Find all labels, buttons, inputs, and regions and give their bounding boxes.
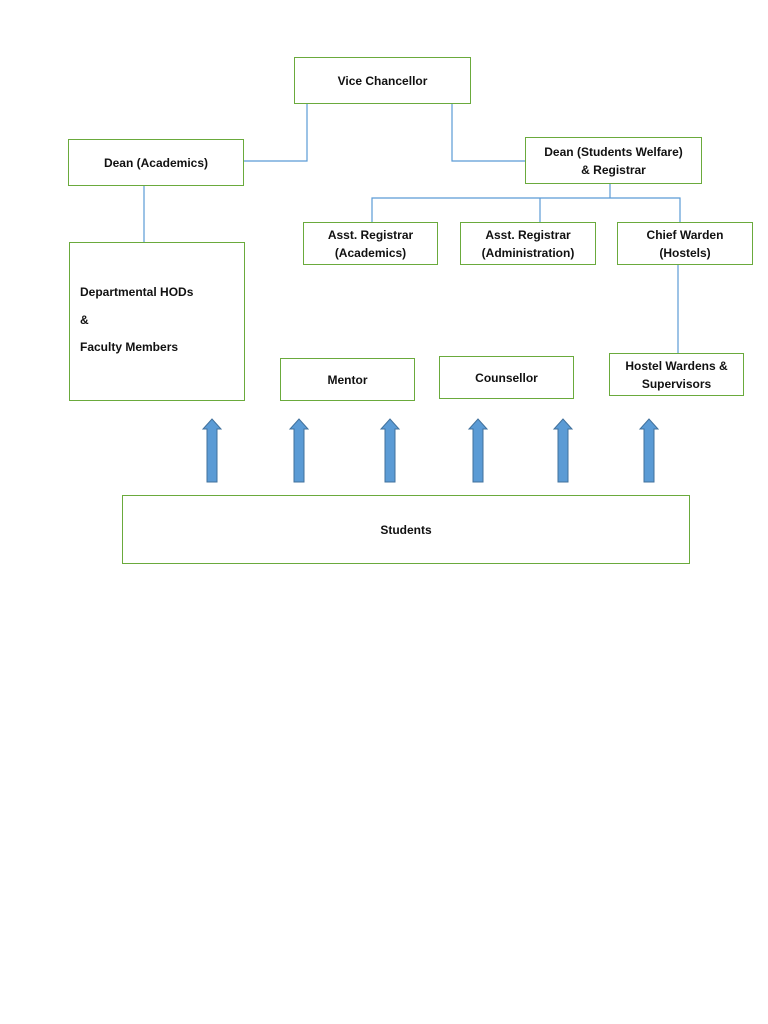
up-arrow-icon bbox=[288, 418, 310, 483]
departmental-hods-box: Departmental HODs & Faculty Members bbox=[69, 242, 245, 401]
mentor-label: Mentor bbox=[327, 372, 368, 387]
chief-warden-line-2: (Hostels) bbox=[659, 245, 711, 260]
asst-registrar-administration-box: Asst. Registrar (Administration) bbox=[460, 222, 596, 265]
asst-registrar-administration-line-1: Asst. Registrar bbox=[485, 227, 571, 242]
chief-warden-line-1: Chief Warden bbox=[646, 227, 724, 242]
chief-warden-box: Chief Warden (Hostels) bbox=[617, 222, 753, 265]
dean-students-welfare-box: Dean (Students Welfare) & Registrar bbox=[525, 137, 702, 184]
up-arrow-icon bbox=[467, 418, 489, 483]
vice-chancellor-label: Vice Chancellor bbox=[337, 73, 428, 88]
dean-academics-box: Dean (Academics) bbox=[68, 139, 244, 186]
students-box: Students bbox=[122, 495, 690, 564]
asst-registrar-administration-line-2: (Administration) bbox=[481, 245, 575, 260]
up-arrow-icon bbox=[638, 418, 660, 483]
up-arrow-icon bbox=[201, 418, 223, 483]
vice-chancellor-box: Vice Chancellor bbox=[294, 57, 471, 104]
mentor-box: Mentor bbox=[280, 358, 415, 401]
hostel-wardens-line-1: Hostel Wardens & bbox=[625, 358, 728, 373]
hostel-wardens-line-2: Supervisors bbox=[641, 376, 712, 391]
connector-branch-bus bbox=[371, 197, 681, 223]
dean-students-welfare-line-1: Dean (Students Welfare) bbox=[544, 144, 683, 159]
departmental-hods-line-2: & bbox=[80, 312, 89, 327]
asst-registrar-academics-box: Asst. Registrar (Academics) bbox=[303, 222, 438, 265]
up-arrow-icon bbox=[552, 418, 574, 483]
asst-registrar-academics-line-2: (Academics) bbox=[334, 245, 407, 260]
counsellor-box: Counsellor bbox=[439, 356, 574, 399]
departmental-hods-line-3: Faculty Members bbox=[80, 340, 179, 354]
hostel-wardens-box: Hostel Wardens & Supervisors bbox=[609, 353, 744, 396]
connector-vc-dean-students-welfare bbox=[451, 103, 525, 162]
students-label: Students bbox=[380, 522, 432, 537]
dean-students-welfare-line-2: & Registrar bbox=[581, 162, 646, 177]
asst-registrar-academics-line-1: Asst. Registrar bbox=[327, 227, 414, 242]
departmental-hods-line-1: Departmental HODs bbox=[80, 285, 194, 299]
dean-academics-label: Dean (Academics) bbox=[103, 155, 209, 170]
up-arrow-icon bbox=[379, 418, 401, 483]
connector-vc-dean-academics bbox=[244, 103, 308, 162]
counsellor-label: Counsellor bbox=[475, 370, 538, 385]
